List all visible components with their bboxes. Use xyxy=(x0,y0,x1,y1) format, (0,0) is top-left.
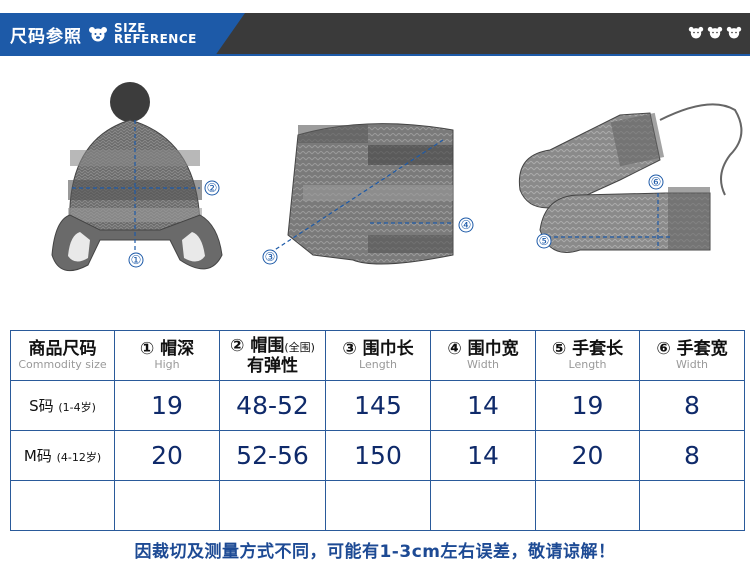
scarf-illustration: ③ ④ xyxy=(262,123,474,265)
decor-bears xyxy=(688,26,742,39)
cell-value: 52-56 xyxy=(219,430,326,481)
cell-value: 20 xyxy=(114,430,220,481)
table-row-s: S码 (1-4岁) 19 48-52 145 14 19 8 xyxy=(10,380,745,431)
cell-value: 14 xyxy=(430,380,536,431)
cell-value: 145 xyxy=(325,380,431,431)
cell-value: 48-52 xyxy=(219,380,326,431)
cell-value: 8 xyxy=(639,380,745,431)
bear-icon xyxy=(688,26,704,39)
col-header-scarf-length: ③ 围巾长 Length xyxy=(325,330,431,381)
header-english: SIZE REFERENCE xyxy=(114,21,197,46)
col-header-size: 商品尺码 Commodity size xyxy=(10,330,115,381)
table-row-m: M码 (4-12岁) 20 52-56 150 14 20 8 xyxy=(10,430,745,481)
col-header-glove-length: ⑤ 手套长 Length xyxy=(535,330,640,381)
row-label: M码 (4-12岁) xyxy=(10,430,115,481)
label-1: ① xyxy=(131,253,142,267)
col-header-hat-circumference: ② 帽围(全围) 有弹性 xyxy=(219,330,326,381)
cell-value: 19 xyxy=(114,380,220,431)
header-en-size: SIZE xyxy=(114,21,147,35)
header-stripe xyxy=(0,54,750,56)
cell-value: 20 xyxy=(535,430,640,481)
gloves-illustration: ⑤ ⑥ xyxy=(518,103,743,253)
cell-value: 14 xyxy=(430,430,536,481)
col-header-glove-width: ⑥ 手套宽 Width xyxy=(639,330,745,381)
bear-icon xyxy=(707,26,723,39)
header-title: 尺码参照 xyxy=(10,26,82,47)
col-header-hat-depth: ① 帽深 High xyxy=(114,330,220,381)
bear-icon xyxy=(726,26,742,39)
cell-value: 150 xyxy=(325,430,431,481)
header-en-reference: REFERENCE xyxy=(114,32,197,46)
label-3: ③ xyxy=(265,250,276,264)
label-6: ⑥ xyxy=(651,175,662,189)
size-table: 商品尺码 Commodity size ① 帽深 High ② 帽围(全围) 有… xyxy=(10,330,745,531)
pompom xyxy=(110,82,150,122)
bear-icon xyxy=(89,27,107,42)
label-2: ② xyxy=(207,181,218,195)
cell-value: 8 xyxy=(639,430,745,481)
label-4: ④ xyxy=(461,218,472,232)
label-5: ⑤ xyxy=(539,234,550,248)
table-row-empty xyxy=(10,480,745,531)
footnote: 因裁切及测量方式不同，可能有1-3cm左右误差，敬请谅解！ xyxy=(134,542,616,562)
cell-value: 19 xyxy=(535,380,640,431)
row-label: S码 (1-4岁) xyxy=(10,380,115,431)
table-header-row: 商品尺码 Commodity size ① 帽深 High ② 帽围(全围) 有… xyxy=(10,330,745,381)
col-header-scarf-width: ④ 围巾宽 Width xyxy=(430,330,536,381)
hat-illustration: ① ② xyxy=(51,82,223,272)
header-badge: 尺码参照 SIZE REFERENCE xyxy=(0,13,245,55)
